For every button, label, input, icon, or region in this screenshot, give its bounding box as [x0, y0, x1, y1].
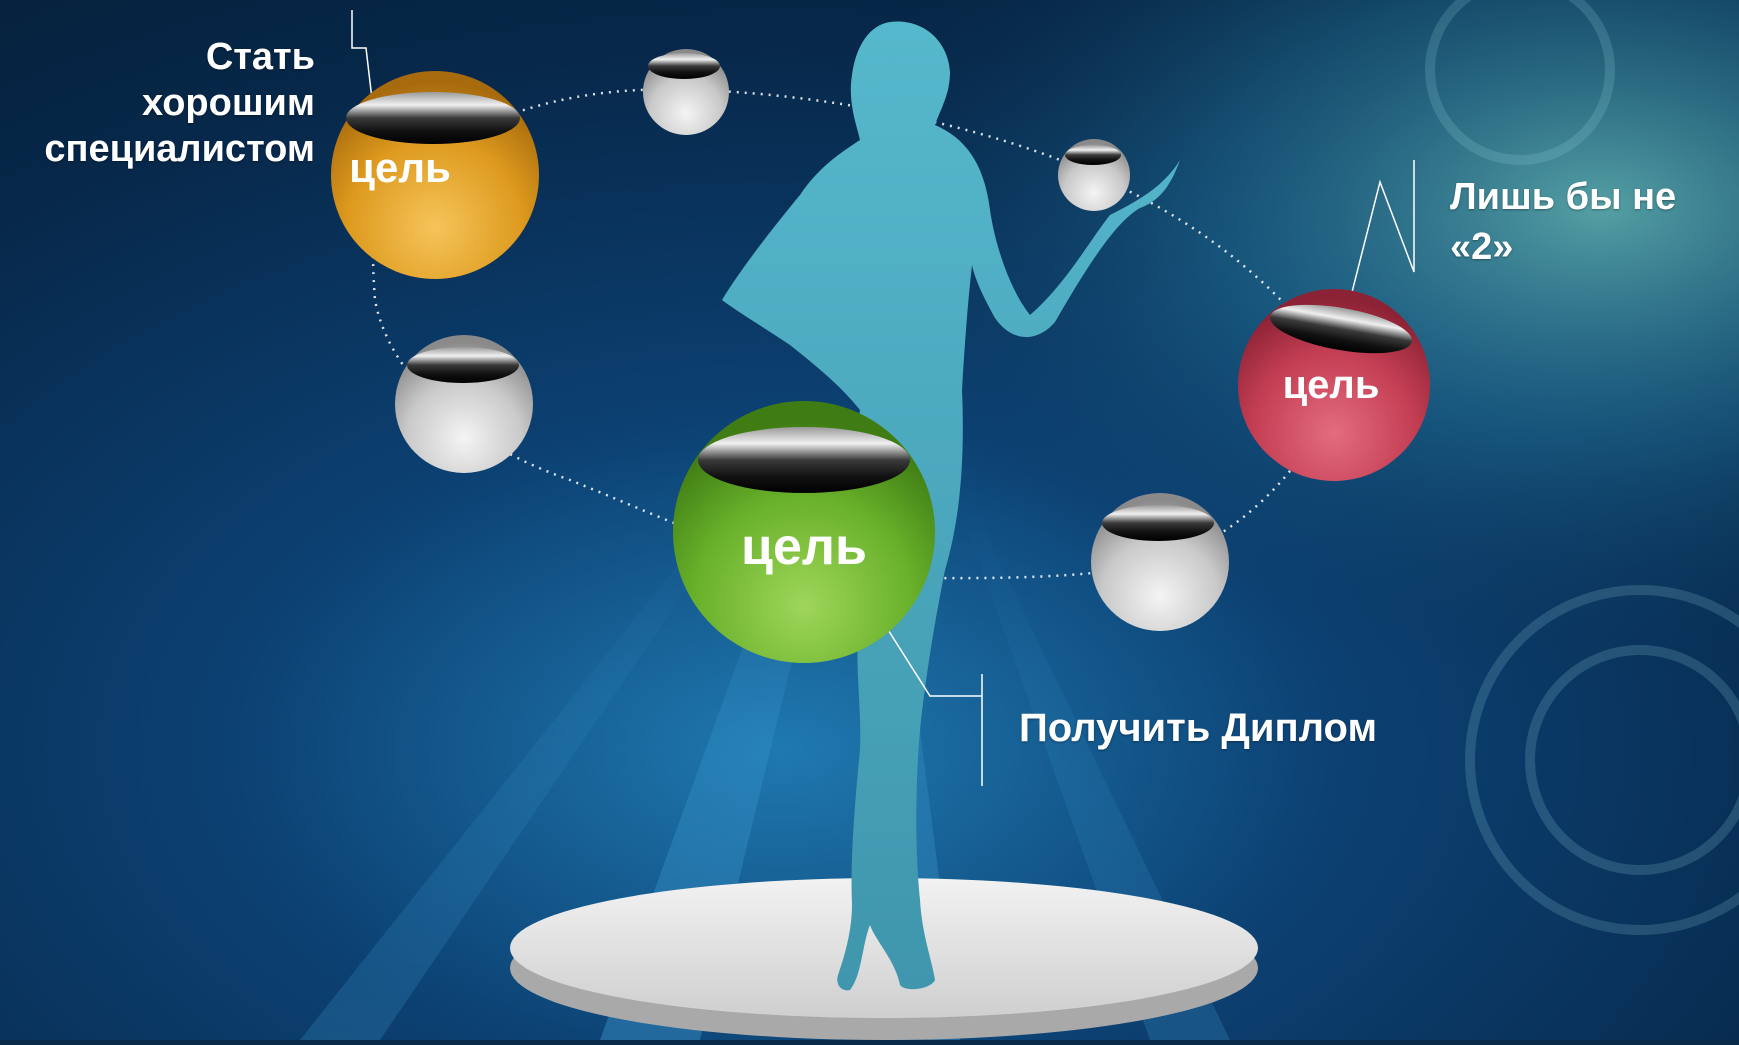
goal-label-specialist-line-2: хорошим: [142, 82, 315, 124]
goal-ball-orange: цель: [331, 71, 539, 279]
leader-line-diploma: [884, 624, 982, 697]
goal-label-grade: Лишь бы не «2»: [1450, 172, 1676, 272]
goal-label-diploma: Получить Диплом: [1019, 704, 1377, 752]
goal-label-grade-line-1: Лишь бы не: [1450, 176, 1677, 218]
gray-ball-left: [395, 335, 533, 473]
goal-label-grade-line-2: «2»: [1450, 226, 1514, 268]
goal-ball-red: цель: [1238, 289, 1430, 481]
goal-label-diploma-line-1: Получить Диплом: [1019, 706, 1378, 750]
goal-label-specialist-line-3: специалистом: [44, 128, 315, 170]
leader-line-grade: [1349, 160, 1415, 301]
gray-ball-top: [643, 49, 729, 135]
goal-label-specialist-line-1: Стать: [205, 36, 315, 78]
goal-label-specialist: Стать хорошим специалистом: [44, 34, 315, 172]
goal-ball-green-label: цель: [741, 518, 867, 576]
woman-silhouette: [722, 21, 1180, 991]
gray-ball-hand: [1058, 139, 1130, 211]
gray-ball-right: [1091, 493, 1229, 631]
gear-decoration: [1425, 0, 1739, 935]
goal-ball-green: цель: [673, 401, 935, 663]
goal-ball-red-label: цель: [1283, 363, 1380, 407]
goal-ball-orange-label: цель: [349, 144, 451, 191]
